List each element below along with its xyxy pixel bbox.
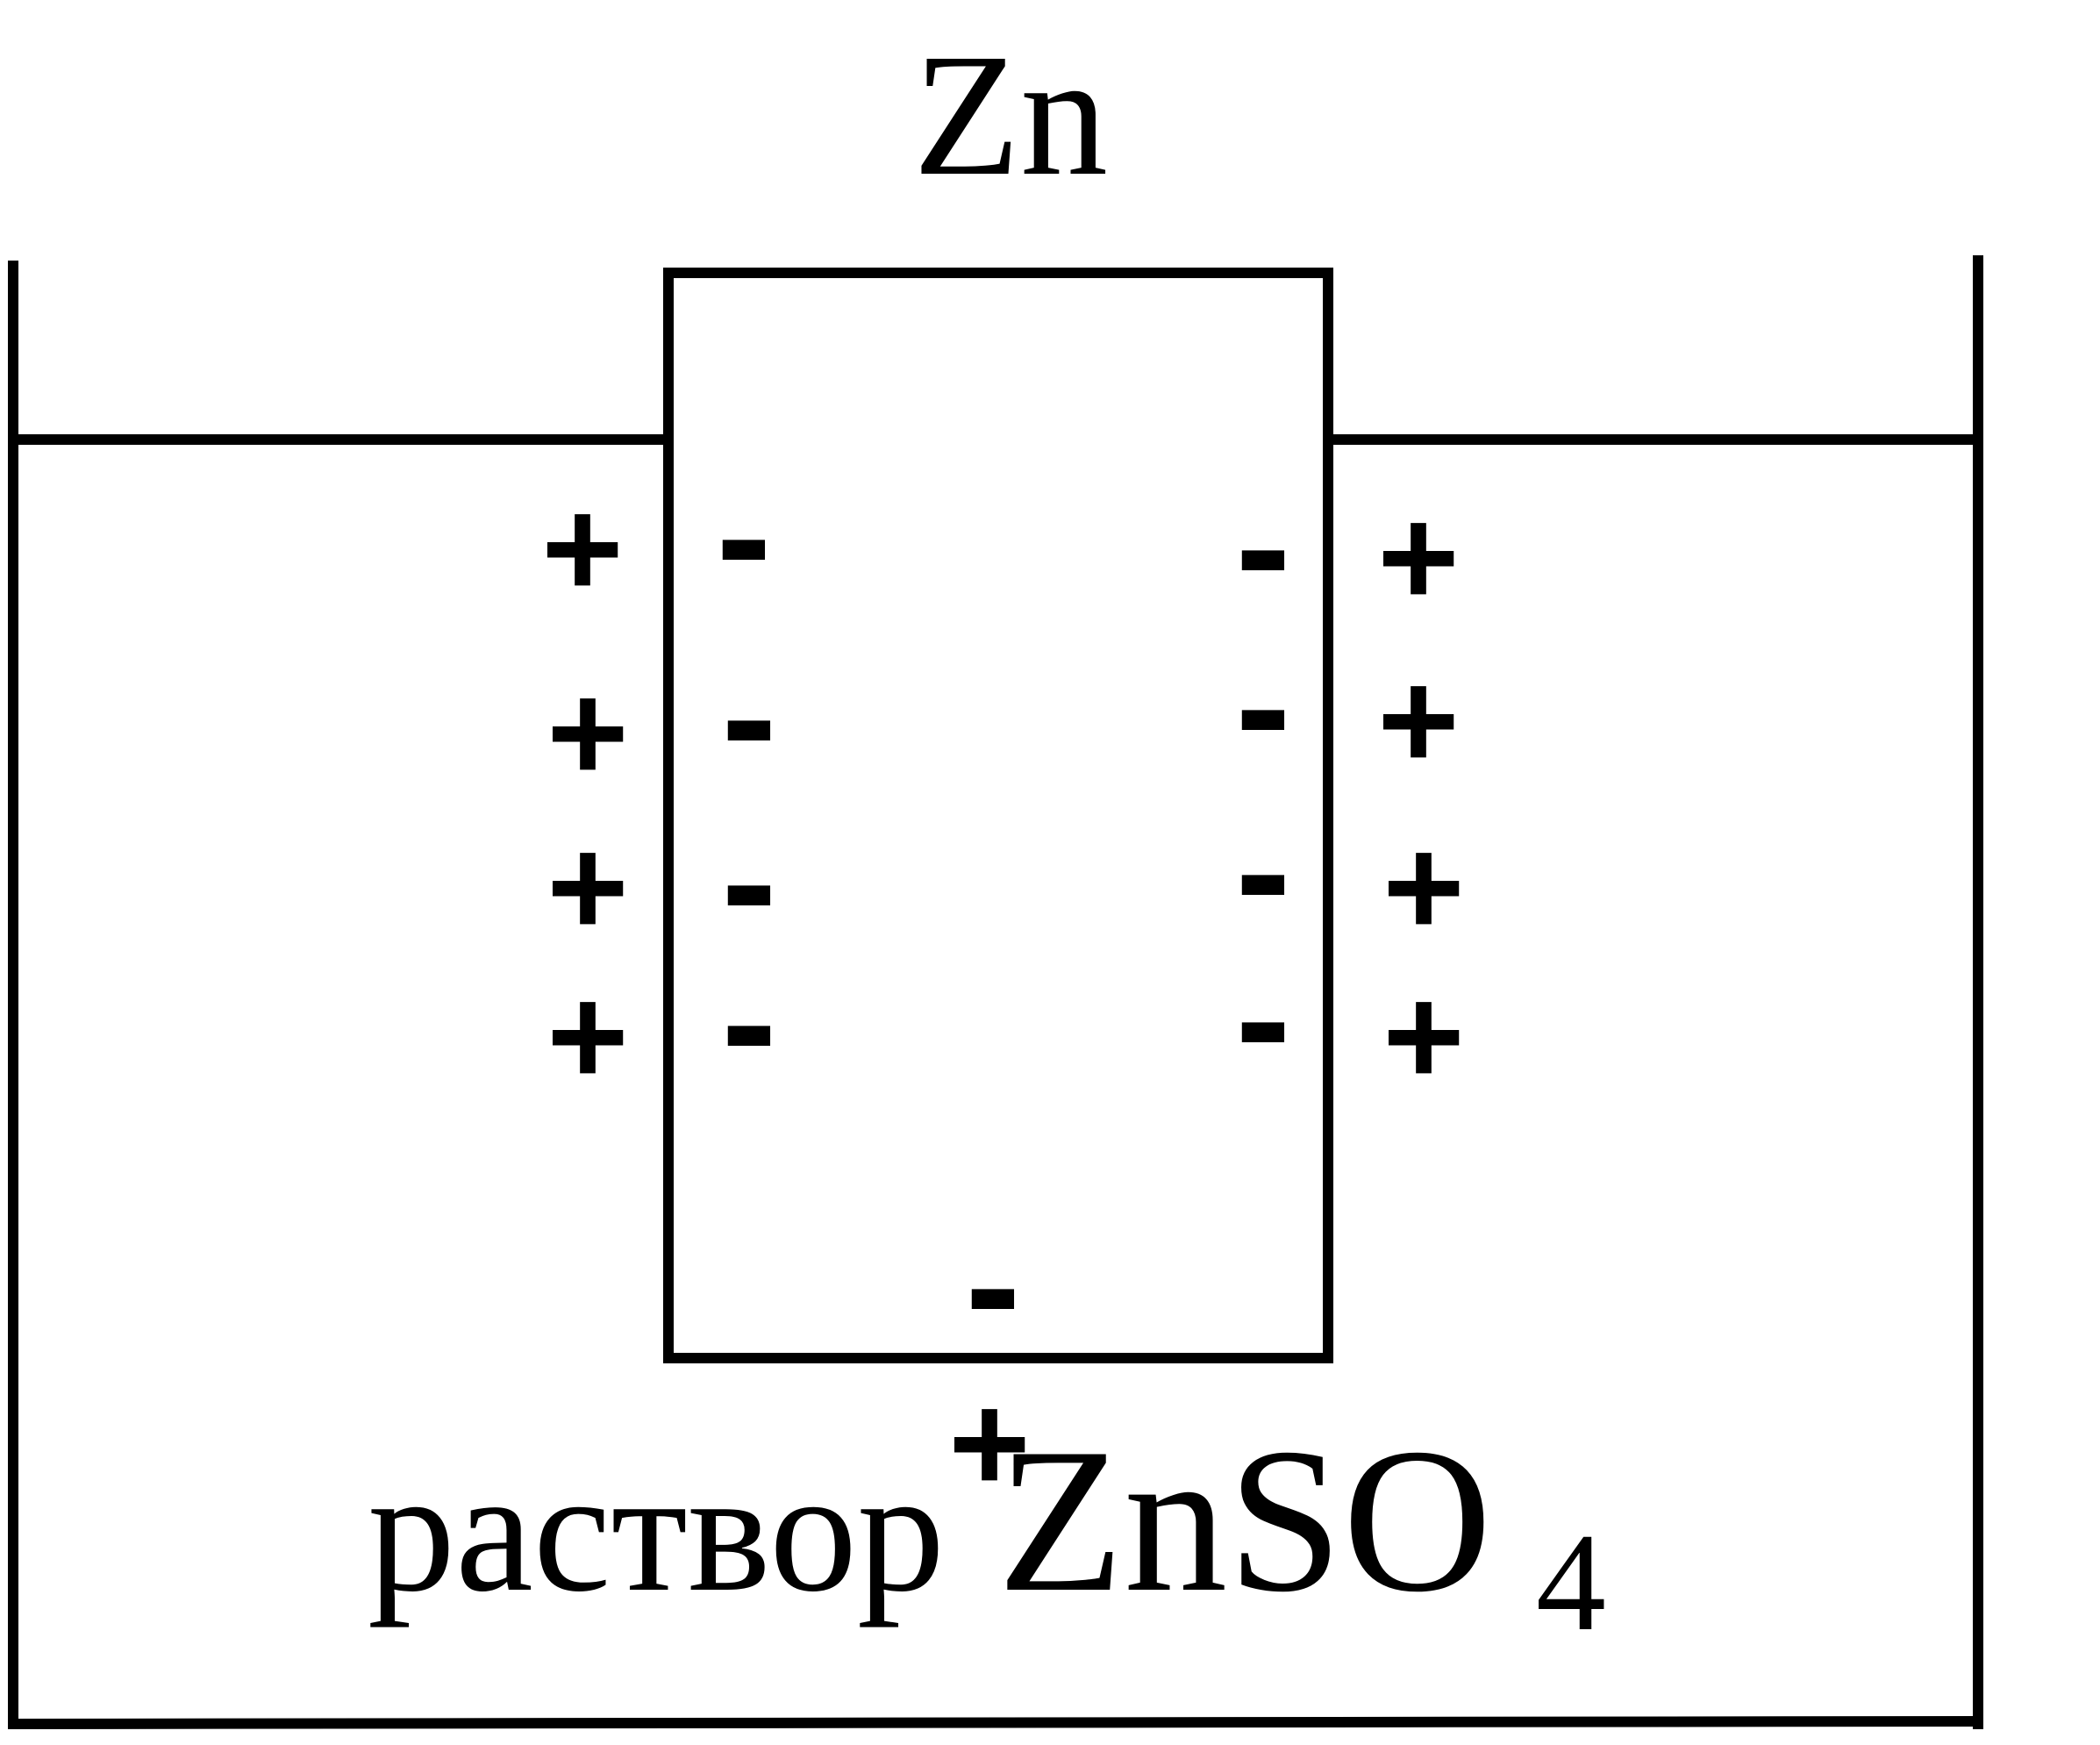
plus-sign: + [546,957,628,1114]
minus-sign: - [1235,613,1290,799]
solution-label: раствор ZnSO 4 [368,1406,1606,1660]
minus-sign: - [1235,926,1290,1112]
plus-sign: + [546,808,628,965]
beaker-bottom [7,1715,1984,1730]
minus-sign: - [721,929,776,1115]
minus-sign: - [1235,454,1290,640]
plus-sign: + [948,1364,1030,1521]
solution-formula: ZnSO [997,1406,1492,1635]
plus-sign: + [1377,641,1459,798]
left-charges: + + + + - - - - [541,443,776,1115]
minus-sign: - [965,1192,1020,1378]
right-charges: - - - - + + + + [1235,454,1464,1114]
plus-sign: + [541,469,623,626]
bottom-charges: - + [948,1192,1030,1521]
plus-sign: + [1382,808,1464,965]
zinc-electrode [663,268,1333,1363]
solution-formula-subscript: 4 [1536,1504,1606,1660]
minus-sign: - [716,443,771,629]
electrode-label: Zn [913,18,1108,212]
solution-word: раствор [368,1434,945,1628]
plus-sign: + [1382,957,1464,1114]
minus-sign: - [721,624,776,810]
plus-sign: + [546,654,628,811]
plus-sign: + [1377,478,1459,635]
beaker [7,255,1984,1730]
minus-sign: - [721,789,776,975]
minus-sign: - [1235,778,1290,964]
